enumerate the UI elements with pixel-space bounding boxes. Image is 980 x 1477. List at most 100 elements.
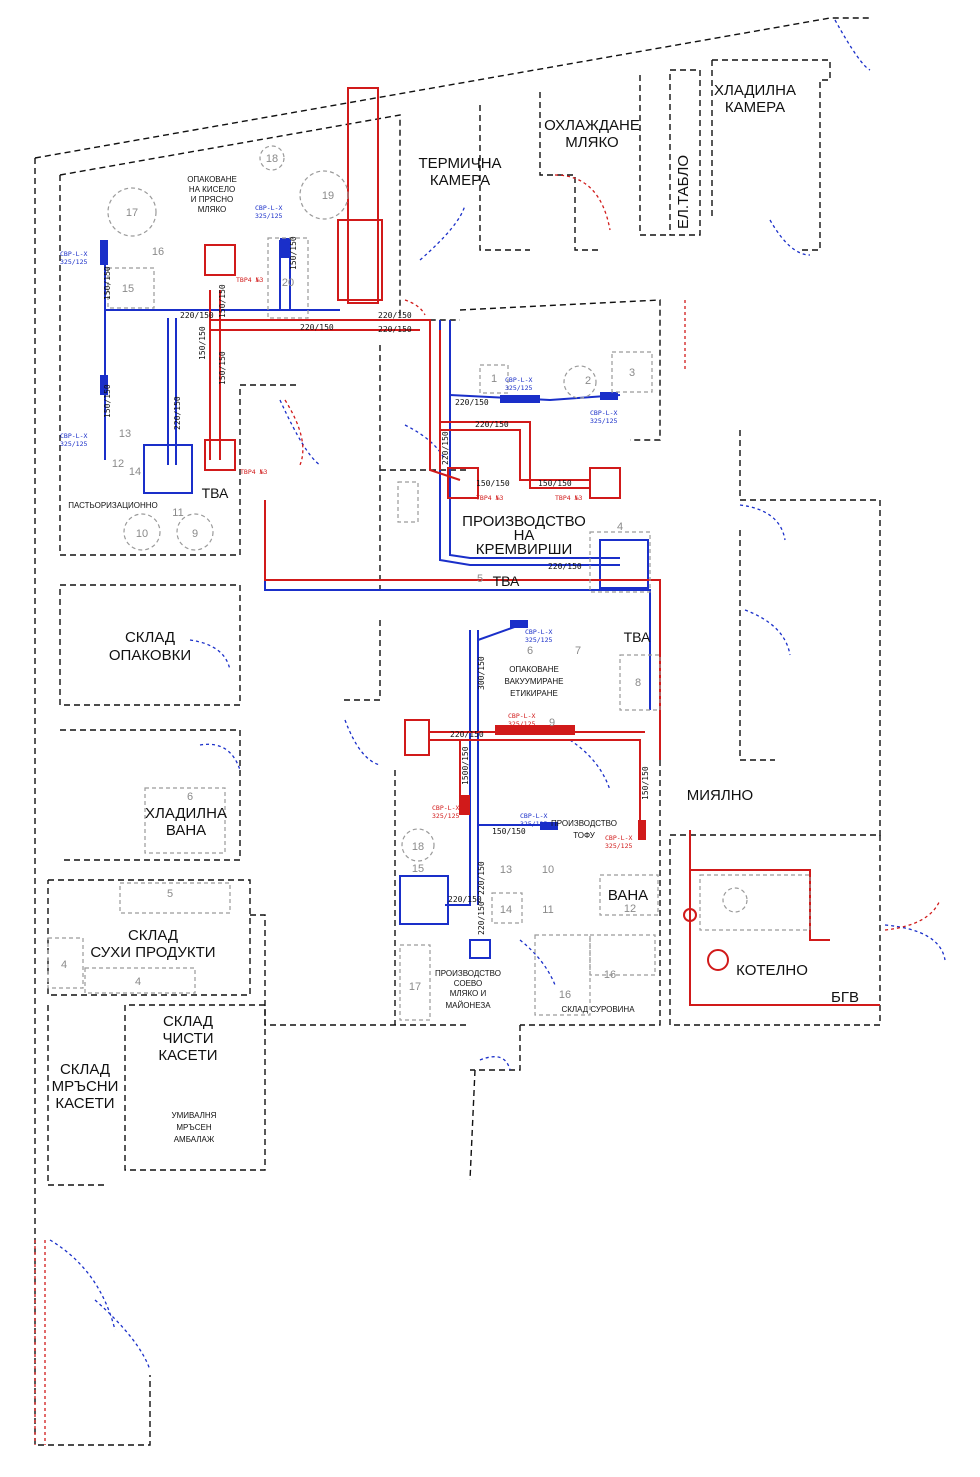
label-soy-1: ПРОИЗВОДСТВО	[435, 969, 501, 978]
spec-svr: СВР-L-X	[590, 409, 617, 417]
spec-svr: СВР-L-X	[605, 834, 632, 842]
duct-label: 150/150	[538, 479, 572, 488]
equip-num-7: 7	[575, 645, 581, 657]
equip-num-13b: 13	[500, 864, 512, 876]
supply-duct-network	[204, 87, 880, 1006]
label-cold-bath-1: ХЛАДИЛНА	[145, 805, 227, 822]
label-cold-chamber-top-2: КАМЕРА	[725, 99, 785, 116]
tva-label-2: ТВА	[493, 573, 520, 589]
label-cold-chamber-top-1: ХЛАДИЛНА	[714, 82, 796, 99]
label-soy-2: СОЕВО	[454, 979, 482, 988]
spec-tvr: ТВР4 №3	[476, 494, 503, 502]
spec-tvr: ТВР4 №3	[236, 276, 263, 284]
label-packing-vac-1: ОПАКОВАНЕ	[509, 665, 559, 674]
tva-label-3: ТВА	[624, 629, 651, 645]
equip-num-16: 16	[152, 246, 164, 258]
label-dirty-cassettes-2: МРЪСНИ	[52, 1078, 119, 1095]
equip-num-6: 6	[527, 645, 533, 657]
duct-label: 220/150	[441, 431, 450, 465]
duct-label: 150/150	[103, 384, 112, 418]
spec-svr: СВР-L-X	[520, 812, 547, 820]
equip-num-18: 18	[266, 153, 278, 165]
spec-svr-size: 325/125	[255, 212, 282, 220]
building-walls	[34, 17, 881, 1446]
equip-num-10b: 10	[542, 864, 554, 876]
spec-svr: СВР-L-X	[505, 376, 532, 384]
duct-label: 150/150	[641, 766, 650, 800]
equip-num-2: 2	[585, 375, 591, 387]
duct-label: 150/150	[218, 284, 227, 318]
label-washroom-3: АМБАЛАЖ	[174, 1135, 215, 1144]
room-labels: ХЛАДИЛНА КАМЕРА ОХЛАЖДАНЕ МЛЯКО ЕЛ.ТАБЛО…	[52, 82, 859, 1144]
equip-num-12: 12	[112, 458, 124, 470]
spec-svr-size: 325/125	[590, 417, 617, 425]
label-thermal-chamber-2: КАМЕРА	[430, 172, 490, 189]
label-raw-store: СКЛАД СУРОВИНА	[561, 1005, 635, 1014]
tva-label-1: ТВА	[202, 485, 229, 501]
label-tofu-2: ТОФУ	[573, 831, 595, 840]
duct-size-labels: 220/150 220/150 220/150 220/150 220/150 …	[103, 236, 650, 935]
duct-label: 220/150	[450, 730, 484, 739]
duct-label: 220/150	[378, 325, 412, 334]
duct-label: 150/150	[289, 236, 298, 270]
equip-num-1: 1	[491, 373, 497, 385]
equip-num-17b: 17	[409, 981, 421, 993]
equip-num-10: 10	[136, 528, 148, 540]
spec-svr-size: 325/125	[605, 842, 632, 850]
equip-num-17: 17	[126, 207, 138, 219]
duct-label: 220/150	[300, 323, 334, 332]
spec-svr-size: 325/125	[525, 636, 552, 644]
label-boiler: КОТЕЛНО	[736, 962, 808, 979]
label-washroom-1: УМИВАЛНЯ	[172, 1111, 217, 1120]
label-packing-vac-2: ВАКУУМИРАНЕ	[505, 677, 564, 686]
label-packing-store-2: ОПАКОВКИ	[109, 647, 191, 664]
duct-label: 220/150	[448, 895, 482, 904]
duct-label: 220/150	[548, 562, 582, 571]
equip-num-9b: 9	[549, 717, 555, 729]
duct-label: 1500/150	[461, 746, 470, 785]
label-milk-cooling-1: ОХЛАЖДАНЕ	[544, 117, 640, 134]
equip-num-5: 5	[477, 573, 483, 585]
spec-svr: СВР-L-X	[255, 204, 282, 212]
spec-svr-size: 325/125	[60, 440, 87, 448]
duct-label: 220/150	[477, 861, 486, 895]
duct-label: 300/150	[477, 656, 486, 690]
label-clean-cassettes-3: КАСЕТИ	[158, 1047, 217, 1064]
equip-num-4c: 4	[135, 976, 141, 988]
equip-num-9: 9	[192, 528, 198, 540]
label-sour-milk-1: ОПАКОВАНЕ	[187, 175, 237, 184]
label-soy-4: МАЙОНЕЗА	[445, 1001, 491, 1010]
spec-svr-size: 325/125	[505, 384, 532, 392]
duct-label: 220/150	[475, 420, 509, 429]
spec-labels: СВР-L-X 325/125 СВР-L-X 325/125 СВР-L-X …	[60, 204, 632, 850]
equip-num-20: 20	[282, 277, 294, 289]
equip-num-5b: 5	[167, 888, 173, 900]
spec-svr: СВР-L-X	[508, 712, 535, 720]
equip-num-13: 13	[119, 428, 131, 440]
label-pasteurization: ПАСТЬОРИЗАЦИОННО	[68, 501, 158, 510]
duct-label: 150/150	[476, 479, 510, 488]
tva-labels: ТВА ТВА ТВА	[202, 485, 651, 645]
spec-svr: СВР-L-X	[60, 250, 87, 258]
equip-num-11b: 11	[542, 904, 553, 916]
equipment-numbers: 17 16 15 13 12 14 11 10 9 18 19 20 1 2 3…	[61, 153, 641, 1001]
equip-num-15b: 15	[412, 863, 424, 875]
label-cream-1: ПРОИЗВОДСТВО	[462, 513, 586, 530]
equip-num-16b: 16	[604, 969, 616, 981]
equip-num-6b: 6	[187, 791, 193, 803]
equip-num-11: 11	[172, 507, 183, 519]
label-soy-3: МЛЯКО И	[450, 989, 487, 998]
spec-svr: СВР-L-X	[525, 628, 552, 636]
label-el-panel: ЕЛ.ТАБЛО	[675, 155, 692, 229]
spec-tvr: ТВР4 №3	[240, 468, 267, 476]
label-washroom-2: МРЪСЕН	[176, 1123, 211, 1132]
label-cream-2: НА	[514, 527, 535, 544]
duct-label: 150/150	[198, 326, 207, 360]
duct-label: 150/150	[103, 266, 112, 300]
duct-label: 220/150	[180, 311, 214, 320]
label-tofu-1: ПРОИЗВОДСТВО	[551, 819, 617, 828]
equipment-outlines	[47, 145, 811, 1021]
duct-label: 150/150	[492, 827, 526, 836]
spec-svr-size: 325/125	[60, 258, 87, 266]
